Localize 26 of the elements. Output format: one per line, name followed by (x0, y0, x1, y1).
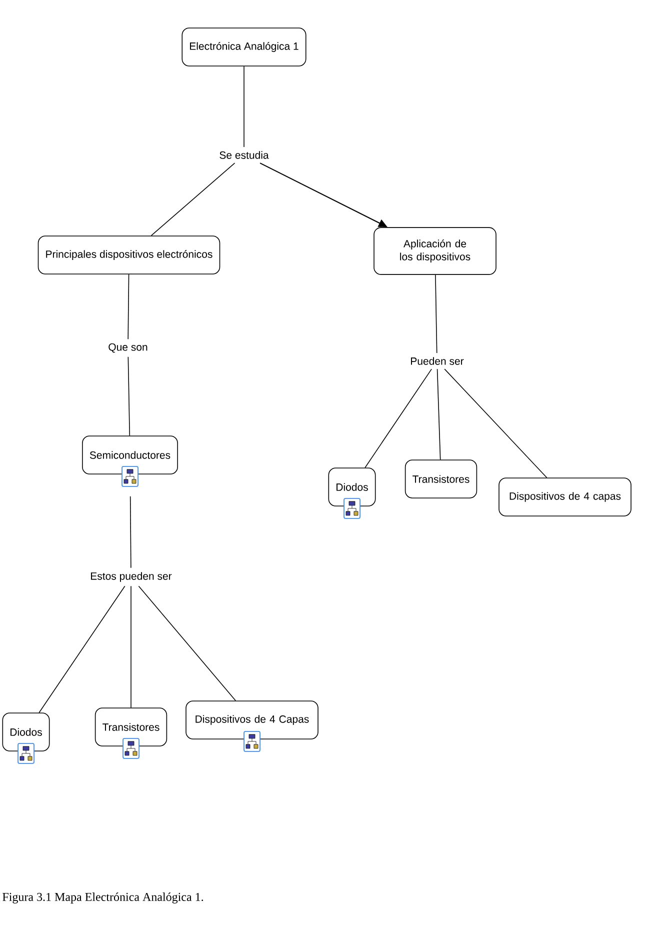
linking-phrase: Pueden ser (406, 353, 468, 369)
concept-box: Dispositivos de 4 capas (498, 478, 632, 516)
connector (130, 586, 132, 708)
connector (444, 368, 548, 478)
concept-box: Dispositivos de 4 Capas (186, 700, 318, 740)
connector (436, 368, 441, 460)
concept-box: Transistores (404, 460, 478, 498)
concept-box: Transistores (94, 708, 168, 746)
connector (128, 274, 130, 340)
connector (150, 162, 236, 236)
figure-caption: Figura 3.1 Mapa Electrónica Analógica 1. (2, 892, 204, 904)
connector (130, 496, 132, 568)
concept-box: Diodos (328, 468, 376, 506)
connector (138, 586, 236, 701)
connector (364, 368, 432, 468)
connector (38, 586, 126, 713)
concept-box: Principales dispositivos electrónicos (38, 236, 220, 274)
concept-box: Aplicación de los dispositivos (374, 227, 496, 275)
connector (128, 356, 130, 436)
concept-box: Semiconductores (82, 436, 178, 474)
linking-phrase: Se estudia (215, 147, 273, 163)
concept-box: Diodos (2, 712, 50, 752)
linking-phrase: Estos pueden ser (86, 568, 176, 586)
connector (435, 274, 438, 354)
concept-box: Electrónica Analógica 1 (182, 28, 306, 66)
linking-phrase: Que son (104, 339, 152, 357)
